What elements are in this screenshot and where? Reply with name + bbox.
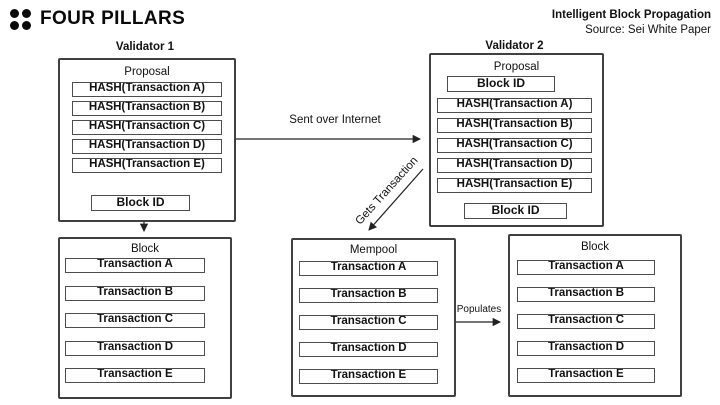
- transaction-item: Transaction C: [65, 313, 205, 328]
- validator1-hash-list: HASH(Transaction A) HASH(Transaction B) HA…: [72, 82, 222, 177]
- source-caption: Source: Sei White Paper: [585, 23, 711, 36]
- validator2-box: Proposal Block ID HASH(Transaction A)HAS…: [429, 53, 604, 227]
- validator2-title: Validator 2: [485, 40, 544, 52]
- sent-over-internet-label: Sent over Internet: [289, 114, 381, 126]
- hash-item: HASH(Transaction D): [72, 139, 222, 154]
- title-block: Intelligent Block Propagation Source: Se…: [552, 8, 711, 38]
- hash-item: HASH(Transaction B): [72, 101, 222, 116]
- transaction-item: Transaction D: [65, 340, 205, 356]
- four-pillars-logo: FOUR PILLARS: [10, 8, 185, 30]
- transaction-item: Transaction B: [65, 285, 205, 301]
- transaction-item: Transaction A: [65, 258, 205, 273]
- logo-dot: [10, 8, 19, 18]
- transaction-item: Transaction A: [517, 260, 655, 275]
- transaction-item: Transaction E: [517, 368, 655, 383]
- hash-item: HASH(Transaction C): [437, 138, 592, 153]
- page-title: Intelligent Block Propagation: [551, 9, 711, 21]
- hash-item: HASH(Transaction E): [437, 178, 592, 193]
- mempool-transaction-list: Transaction A Transaction B Transaction C T…: [299, 261, 438, 396]
- validator2-block-id-top: Block ID: [447, 76, 555, 92]
- validator2-hash-list: HASH(Transaction A) HASH(Transaction B) HA…: [437, 98, 592, 198]
- block-left-label: Block: [130, 243, 160, 255]
- block-right-transaction-list: Transaction A Transaction B Transaction C T…: [517, 260, 655, 395]
- mempool-label: Mempool: [349, 244, 398, 256]
- transaction-item: Transaction D: [299, 342, 438, 357]
- validator1-block-id: Block ID: [91, 195, 190, 211]
- logo-dots-icon: [10, 8, 31, 30]
- transaction-item: Transaction A: [299, 261, 438, 276]
- gets-transaction-label: Gets Transaction: [353, 154, 421, 228]
- validator1-proposal-label: Proposal: [124, 66, 170, 78]
- transaction-item: Transaction B: [299, 288, 438, 303]
- block-right-label: Block: [580, 241, 610, 253]
- transaction-item: Transaction B: [517, 287, 655, 302]
- hash-item: HASH(Transaction A): [437, 98, 592, 113]
- hash-item: HASH(Transaction B): [437, 118, 592, 133]
- transaction-item: Transaction C: [517, 314, 655, 329]
- transaction-item: Transaction C: [299, 315, 438, 330]
- block-left-transaction-list: Transaction A Transaction B Transaction C T…: [65, 258, 205, 396]
- logo-dot: [22, 8, 31, 18]
- hash-item: HASH(Transaction D): [437, 158, 592, 173]
- logo-text: FOUR PILLARS: [40, 8, 186, 29]
- validator2-block-id-bottom: Block ID: [464, 203, 567, 219]
- hash-item: HASH(Transaction E): [72, 158, 222, 173]
- validator2-proposal-label: Proposal: [493, 61, 540, 73]
- populates-label: Populates: [456, 304, 502, 315]
- hash-item: HASH(Transaction A): [72, 82, 222, 97]
- transaction-item: Transaction E: [299, 369, 438, 384]
- hash-item: HASH(Transaction C): [72, 120, 222, 135]
- transaction-item: Transaction D: [517, 341, 655, 356]
- validator1-title: Validator 1: [115, 41, 175, 53]
- transaction-item: Transaction E: [65, 368, 205, 383]
- logo-dot: [10, 20, 19, 30]
- logo-dot: [22, 20, 31, 30]
- validator1-box: Proposal HASH(Transaction A)HASH(Transac…: [58, 58, 236, 222]
